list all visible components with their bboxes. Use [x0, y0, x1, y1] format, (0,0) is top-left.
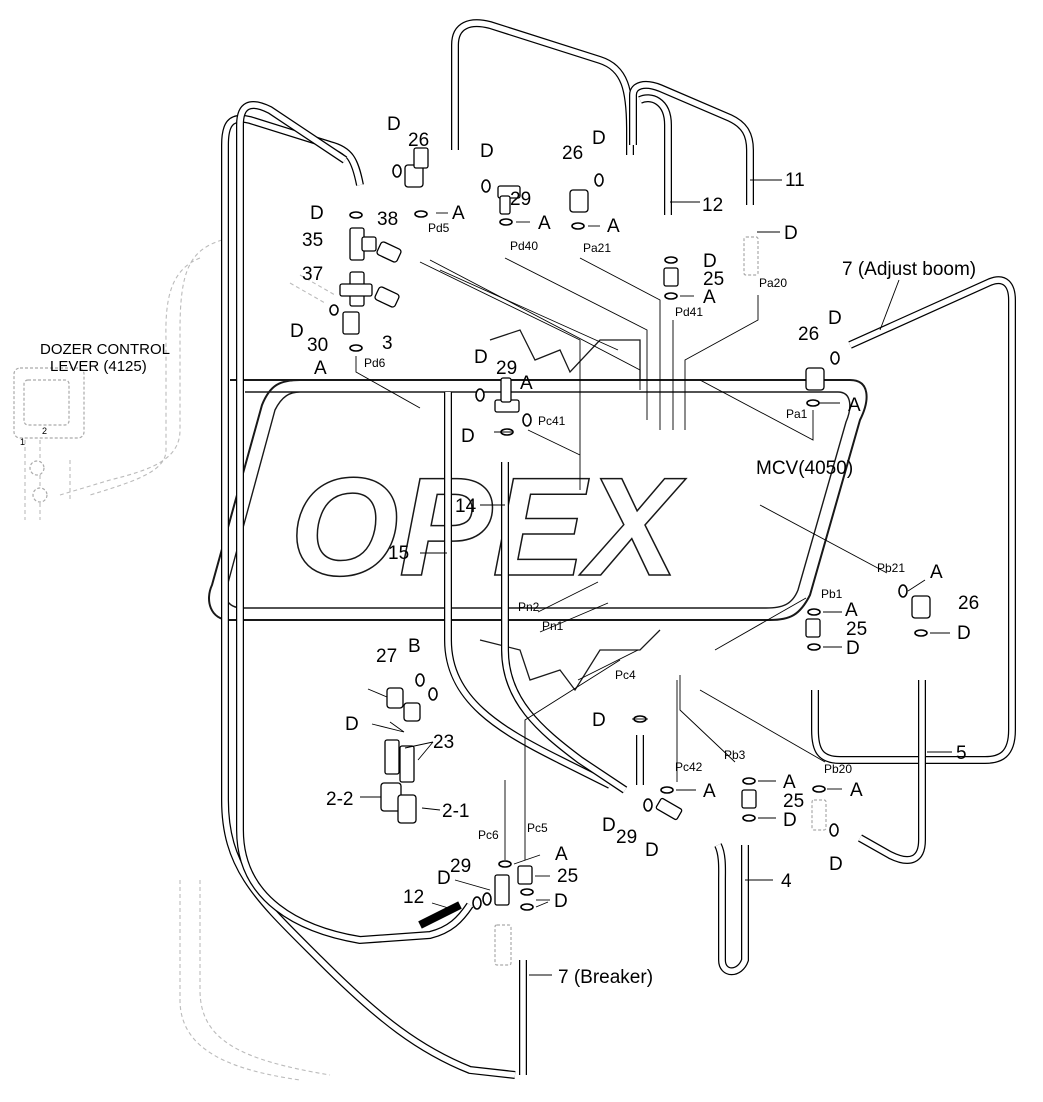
- mcv-label: MCV(4050): [756, 458, 853, 479]
- label-d: D: [461, 426, 475, 447]
- label-a: A: [783, 772, 796, 793]
- hose-breaker-label: 7 (Breaker): [558, 967, 653, 988]
- label-29: 29: [616, 827, 637, 848]
- dozer-lever-label-line2: LEVER (4125): [50, 358, 147, 375]
- label-a: A: [850, 780, 863, 801]
- label-d: D: [480, 141, 494, 162]
- label-30: 30: [307, 335, 328, 356]
- label-d: D: [290, 321, 304, 342]
- label-29: 29: [510, 189, 531, 210]
- label-d: D: [554, 891, 568, 912]
- port-label-1: 1: [20, 437, 25, 447]
- port-pa1: Pa1: [786, 407, 808, 421]
- label-d: D: [645, 840, 659, 861]
- label-d: D: [310, 203, 324, 224]
- label-d: D: [602, 815, 616, 836]
- label-a: A: [607, 216, 620, 237]
- label-d: D: [957, 623, 971, 644]
- label-a: A: [930, 562, 943, 583]
- label-38: 38: [377, 209, 398, 230]
- label-a: A: [538, 213, 551, 234]
- label-d: D: [345, 714, 359, 735]
- label-d: D: [387, 114, 401, 135]
- label-26: 26: [408, 130, 429, 151]
- label-d: D: [828, 308, 842, 329]
- port-label-2: 2: [42, 426, 47, 436]
- label-12: 12: [702, 195, 723, 216]
- label-14: 14: [455, 496, 477, 517]
- label-29: 29: [496, 358, 517, 379]
- port-pb20: Pb20: [824, 762, 852, 776]
- watermark-text: OPEX: [290, 448, 687, 605]
- label-15: 15: [388, 543, 409, 564]
- port-pd41: Pd41: [675, 305, 703, 319]
- hoses: [221, 19, 1016, 1079]
- label-3: 3: [382, 333, 393, 354]
- label-d: D: [592, 710, 606, 731]
- label-25: 25: [846, 619, 867, 640]
- hose-adjust-boom-label: 7 (Adjust boom): [842, 259, 976, 280]
- port-pd6: Pd6: [364, 356, 386, 370]
- port-pc41: Pc41: [538, 414, 566, 428]
- port-pd40: Pd40: [510, 239, 538, 253]
- label-25: 25: [557, 866, 578, 887]
- port-pc4: Pc4: [615, 668, 636, 682]
- leader-lines: [355, 179, 952, 976]
- label-d: D: [592, 128, 606, 149]
- port-pa21: Pa21: [583, 241, 611, 255]
- port-pc5: Pc5: [527, 821, 548, 835]
- label-a: A: [520, 373, 533, 394]
- label-a: A: [452, 203, 465, 224]
- label-d: D: [829, 854, 843, 875]
- label-5: 5: [956, 743, 967, 764]
- label-4: 4: [781, 871, 792, 892]
- port-pb21: Pb21: [877, 561, 905, 575]
- label-a: A: [314, 358, 327, 379]
- label-a: A: [703, 287, 716, 308]
- label-a: A: [848, 395, 861, 416]
- fittings: [339, 147, 931, 966]
- label-a: A: [845, 600, 858, 621]
- label-25: 25: [783, 791, 804, 812]
- label-27: 27: [376, 646, 397, 667]
- label-37: 37: [302, 264, 323, 285]
- label-26: 26: [562, 143, 583, 164]
- label-b: B: [408, 636, 421, 657]
- dozer-control-lever-drawing: [13, 239, 336, 1081]
- port-pc42: Pc42: [675, 760, 703, 774]
- part-labels: DOZER CONTROL LEVER (4125) 1 2 MCV(4050)…: [20, 114, 979, 988]
- label-23: 23: [433, 732, 454, 753]
- label-29: 29: [450, 856, 471, 877]
- port-pn1: Pn1: [542, 619, 564, 633]
- label-d: D: [846, 638, 860, 659]
- label-35: 35: [302, 230, 323, 251]
- label-2-1: 2-1: [442, 801, 469, 822]
- label-d: D: [474, 347, 488, 368]
- label-d: D: [783, 810, 797, 831]
- label-12: 12: [403, 887, 424, 908]
- port-pd5: Pd5: [428, 221, 450, 235]
- o-rings: [329, 164, 928, 911]
- label-d: D: [784, 223, 798, 244]
- label-2-2: 2-2: [326, 789, 353, 810]
- label-a: A: [555, 844, 568, 865]
- port-pa20: Pa20: [759, 276, 787, 290]
- label-25: 25: [703, 269, 724, 290]
- dozer-lever-label-line1: DOZER CONTROL: [40, 341, 170, 358]
- label-26: 26: [798, 324, 819, 345]
- port-pb1: Pb1: [821, 587, 843, 601]
- label-d: D: [703, 251, 717, 272]
- opex-watermark: OPEX: [208, 329, 868, 692]
- port-pc6: Pc6: [478, 828, 499, 842]
- label-11: 11: [785, 170, 805, 191]
- label-a: A: [703, 781, 716, 802]
- label-d: D: [437, 868, 451, 889]
- port-pn2: Pn2: [518, 600, 540, 614]
- port-pb3: Pb3: [724, 748, 746, 762]
- label-26: 26: [958, 593, 979, 614]
